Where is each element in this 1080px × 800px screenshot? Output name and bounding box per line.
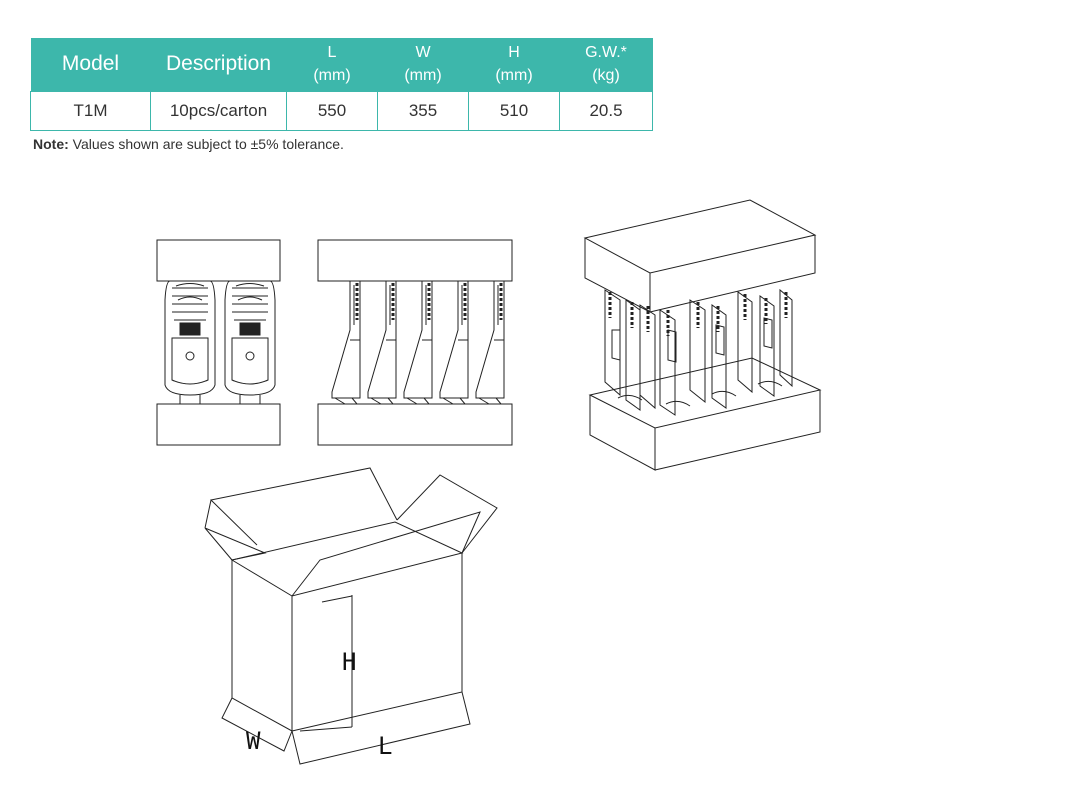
carton-height-label: H	[342, 648, 356, 676]
carton-side-face	[231, 560, 293, 732]
carton-top-opening	[230, 521, 464, 597]
header-width-label: W	[415, 44, 431, 62]
header-length-unit: (mm)	[313, 66, 351, 84]
header-gross-weight: G.W.* (kg)	[559, 38, 653, 92]
isometric-view-drawing	[583, 199, 822, 471]
carton-drawing: H W L	[204, 467, 498, 765]
carton-flap-back	[210, 467, 398, 521]
header-width-unit: (mm)	[404, 66, 442, 84]
front-view-drawing	[156, 239, 281, 446]
front-view-top-foam	[156, 239, 281, 282]
side-view-drawing	[317, 239, 513, 446]
note-label: Note:	[33, 136, 69, 152]
note-text: Values shown are subject to ±5% toleranc…	[72, 136, 344, 152]
front-view-luminaire-left	[164, 280, 216, 404]
table-row: T1M 10pcs/carton 550 355 510 20.5	[30, 91, 653, 131]
header-length-label: L	[327, 44, 337, 62]
cell-length: 550	[286, 91, 378, 131]
cell-description: 10pcs/carton	[150, 91, 287, 131]
side-view-bottom-foam	[317, 403, 513, 446]
side-view-luminaires	[331, 281, 505, 405]
isometric-top-foam	[583, 199, 817, 313]
isometric-luminaires	[604, 288, 793, 416]
isometric-bottom-foam	[588, 357, 822, 471]
header-height: H (mm)	[468, 38, 560, 92]
header-length: L (mm)	[286, 38, 378, 92]
front-view-luminaire-right	[224, 280, 276, 404]
header-height-label: H	[508, 44, 520, 62]
carton-height-top-tick	[321, 595, 353, 603]
cell-model: T1M	[30, 91, 151, 131]
packing-spec-table: Model Description L (mm) W (mm) H (mm) G.W.…	[30, 38, 653, 131]
table-header-row: Model Description L (mm) W (mm) H (mm) G.W.…	[30, 38, 653, 92]
carton-flap-left	[204, 499, 267, 561]
carton-length-extension	[291, 691, 471, 765]
carton-height-bottom-tick	[299, 726, 353, 732]
carton-flap-front	[291, 511, 481, 597]
side-view-top-foam	[317, 239, 513, 282]
carton-front-face	[291, 553, 463, 732]
cell-height: 510	[468, 91, 560, 131]
header-width: W (mm)	[377, 38, 469, 92]
header-height-unit: (mm)	[495, 66, 533, 84]
front-view-bottom-foam	[156, 403, 281, 446]
tolerance-note: Note: Values shown are subject to ±5% to…	[33, 136, 344, 152]
carton-width-extension	[221, 697, 293, 752]
carton-length-label: L	[378, 732, 392, 760]
header-gross-weight-unit: (kg)	[592, 66, 620, 84]
carton-width-label: W	[246, 727, 261, 755]
carton-flap-right	[396, 474, 498, 554]
header-gross-weight-label: G.W.*	[585, 44, 627, 62]
header-model: Model	[30, 38, 151, 92]
cell-gross-weight: 20.5	[559, 91, 653, 131]
header-description: Description	[150, 38, 287, 92]
